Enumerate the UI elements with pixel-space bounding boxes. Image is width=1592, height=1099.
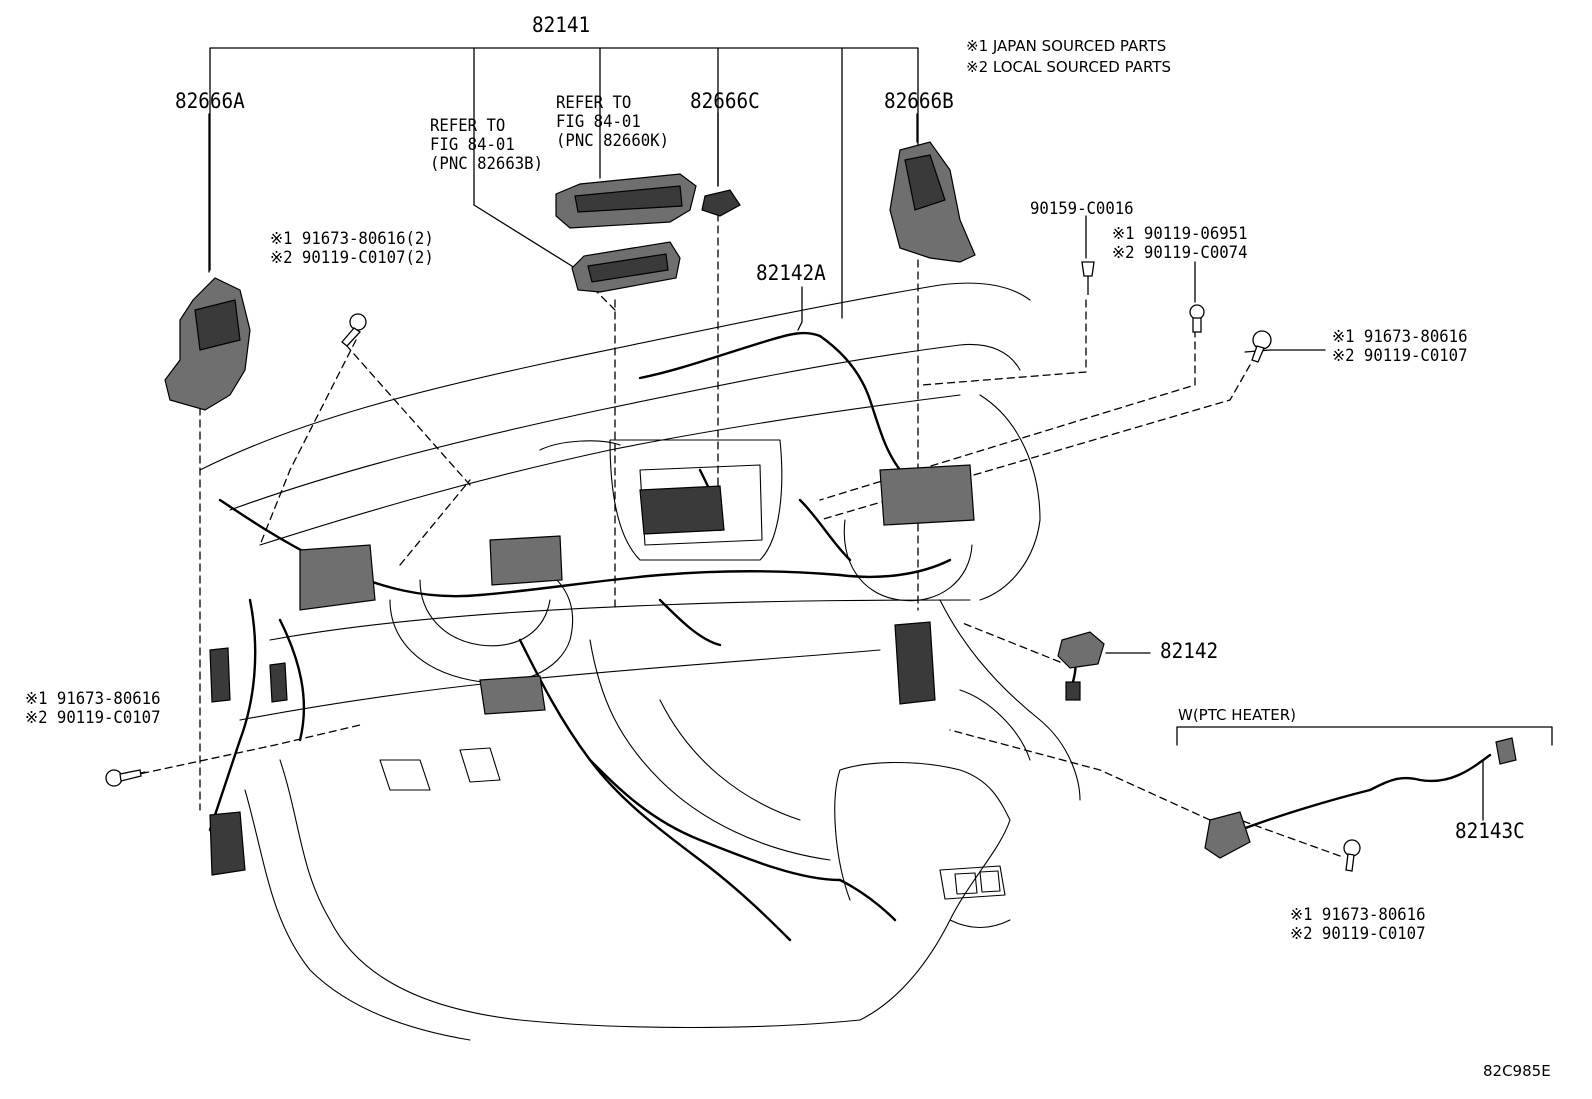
label-82141: 82141 xyxy=(532,13,591,37)
harness-82143c-connector xyxy=(1495,737,1517,765)
label-82143c: 82143C xyxy=(1455,819,1525,843)
bolt-upper-left xyxy=(341,313,367,347)
bolt-right-local: ※2 90119-C0107 xyxy=(1332,346,1468,366)
leader-lines xyxy=(208,112,1553,821)
refer-82660k-line3: (PNC 82660K) xyxy=(556,131,670,151)
bolt-right-jp: ※1 91673-80616 xyxy=(1332,327,1468,347)
label-ptc-heater: W(PTC HEATER) xyxy=(1178,706,1297,724)
bolt-group-upper-left: ※1 91673-80616(2) ※2 90119-C0107(2) xyxy=(270,230,434,268)
bolt-left xyxy=(105,769,142,787)
bolt-bottom-right-local: ※2 90119-C0107 xyxy=(1290,924,1426,944)
dashed-guides xyxy=(129,213,1341,857)
bolt-left-jp: ※1 91673-80616 xyxy=(25,689,161,709)
bolt-upper-left-jp: ※1 91673-80616(2) xyxy=(270,229,434,249)
parts xyxy=(164,141,1517,876)
bolt-group-bottom-right: ※1 91673-80616 ※2 90119-C0107 xyxy=(1290,906,1426,944)
drawing-code: 82C985E xyxy=(1483,1062,1551,1080)
harness-82143c-end xyxy=(1204,811,1251,859)
bolt-group-right: ※1 91673-80616 ※2 90119-C0107 xyxy=(1332,328,1468,366)
bolt-upper-right xyxy=(1189,304,1205,333)
bolt-leaders xyxy=(127,349,1271,777)
label-90159-c0016: 90159-C0016 xyxy=(1030,199,1134,219)
label-82142a: 82142A xyxy=(756,261,826,285)
bolt-right xyxy=(1251,330,1272,363)
refer-82660k-line2: FIG 84-01 xyxy=(556,112,641,132)
bolt-upper-right-jp: ※1 90119-06951 xyxy=(1112,224,1248,244)
harness-82142 xyxy=(1057,631,1105,669)
wire-harness xyxy=(208,331,1492,942)
bolts xyxy=(105,261,1361,872)
bolt-upper-right-local: ※2 90119-C0074 xyxy=(1112,243,1248,263)
refer-82663b-line3: (PNC 82663B) xyxy=(430,154,544,174)
refer-82663b-line1: REFER TO xyxy=(430,116,506,136)
bolt-upper-left-local: ※2 90119-C0107(2) xyxy=(270,248,434,268)
bolt-left-local: ※2 90119-C0107 xyxy=(25,708,161,728)
refer-82660k-line1: REFER TO xyxy=(556,93,632,113)
bolt-group-upper-right: ※1 90119-06951 ※2 90119-C0074 xyxy=(1112,225,1248,263)
bracket-82666c xyxy=(701,189,741,217)
clip-90159 xyxy=(1081,261,1095,295)
label-82142: 82142 xyxy=(1160,639,1219,663)
refer-82660k: REFER TO FIG 84-01 (PNC 82660K) xyxy=(556,94,669,151)
bolt-group-left: ※1 91673-80616 ※2 90119-C0107 xyxy=(25,690,161,728)
note-local-sourced: ※2 LOCAL SOURCED PARTS xyxy=(966,58,1171,76)
refer-82663b-line2: FIG 84-01 xyxy=(430,135,515,155)
bolt-bottom-right-jp: ※1 91673-80616 xyxy=(1290,905,1426,925)
label-82666b: 82666B xyxy=(884,89,954,113)
bolt-bottom-right xyxy=(1343,839,1361,872)
label-82666a: 82666A xyxy=(175,89,245,113)
note-japan-sourced: ※1 JAPAN SOURCED PARTS xyxy=(966,37,1167,55)
dashboard-outline xyxy=(199,282,1081,1041)
label-82666c: 82666C xyxy=(690,89,760,113)
refer-82663b: REFER TO FIG 84-01 (PNC 82663B) xyxy=(430,117,543,174)
